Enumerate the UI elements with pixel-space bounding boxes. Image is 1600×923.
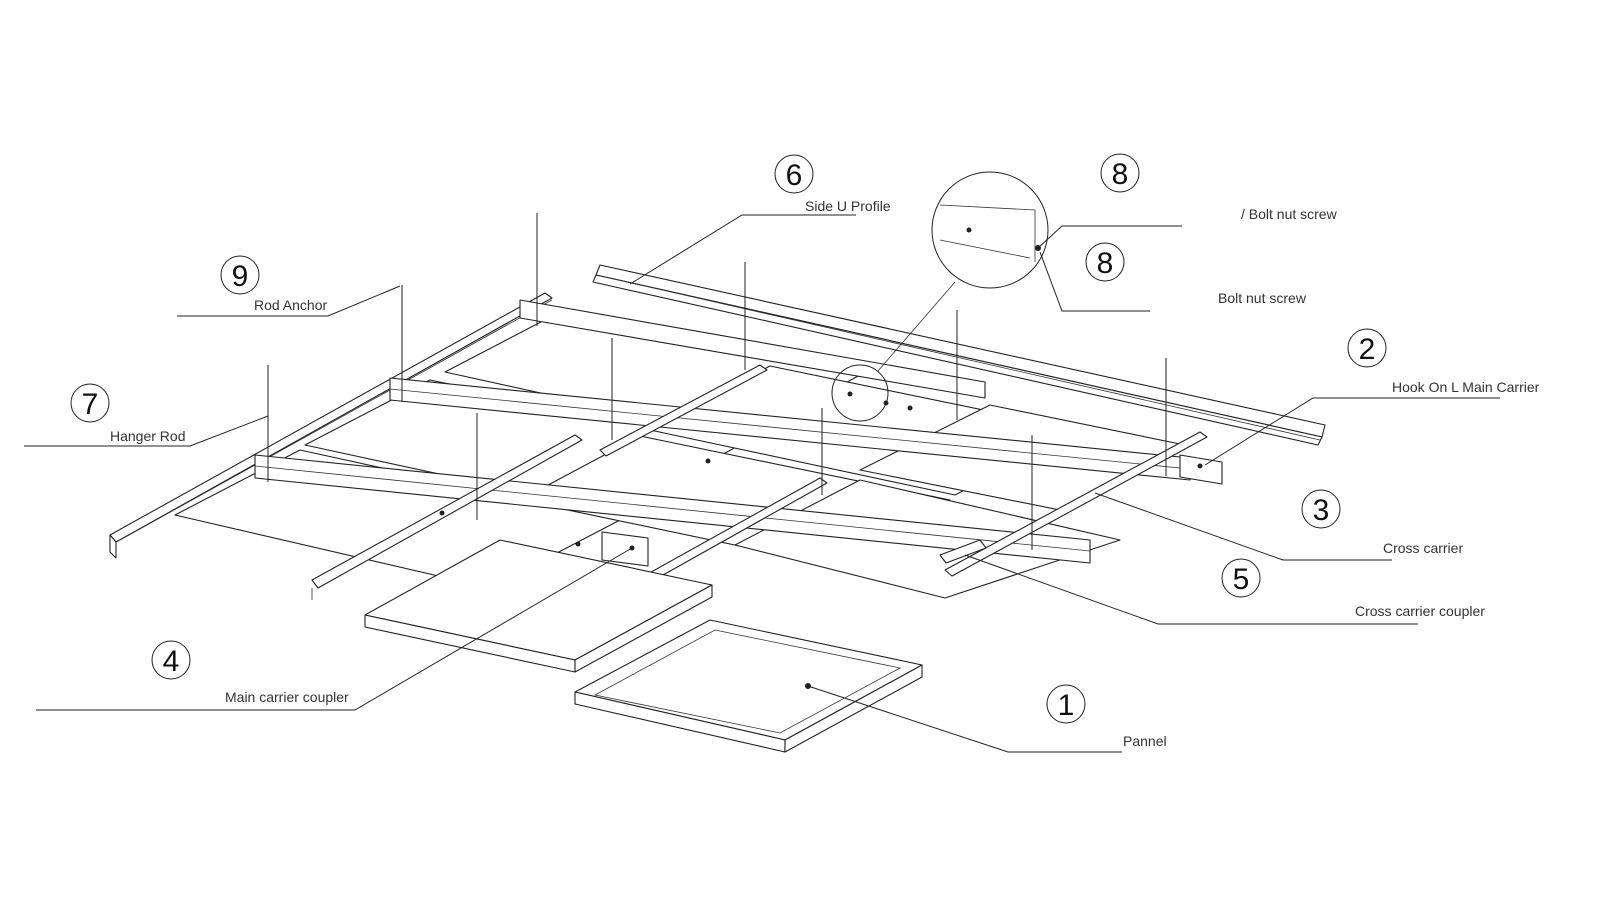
side-l-profile-left bbox=[109, 292, 553, 559]
callout-6-number: 6 bbox=[786, 159, 803, 192]
callout-6: 6 Side U Profile bbox=[629, 154, 891, 285]
callout-5-number: 5 bbox=[1233, 563, 1250, 596]
callout-6-label: Side U Profile bbox=[805, 198, 891, 214]
pannel-front bbox=[574, 619, 923, 753]
callout-9-label: Rod Anchor bbox=[254, 297, 327, 313]
callout-3: 3 Cross carrier bbox=[1094, 489, 1463, 561]
callout-8-lower-label: Bolt nut screw bbox=[1218, 290, 1307, 306]
detail-magnifier bbox=[831, 171, 1049, 422]
hanger-rods bbox=[267, 213, 1167, 550]
callout-2-label: Hook On L Main Carrier bbox=[1392, 379, 1540, 395]
callout-7-number: 7 bbox=[82, 388, 99, 421]
loose-panel-middle bbox=[364, 539, 713, 673]
callout-2-number: 2 bbox=[1359, 333, 1376, 366]
ceiling-structure bbox=[109, 171, 1326, 753]
callout-4-label: Main carrier coupler bbox=[225, 689, 349, 705]
callout-3-number: 3 bbox=[1313, 494, 1330, 527]
callout-5: 5 Cross carrier coupler bbox=[964, 554, 1485, 625]
callout-2: 2 Hook On L Main Carrier bbox=[1204, 328, 1540, 466]
callout-8-upper-number: 8 bbox=[1112, 158, 1129, 191]
callout-9: 9 Rod Anchor bbox=[177, 255, 401, 317]
callout-7: 7 Hanger Rod bbox=[24, 383, 269, 447]
callout-4: 4 Main carrier coupler bbox=[36, 547, 633, 711]
callout-9-number: 9 bbox=[232, 260, 249, 293]
callout-8-lower: 8 Bolt nut screw bbox=[1039, 242, 1307, 312]
callout-1-number: 1 bbox=[1058, 689, 1075, 722]
callout-8-upper: 8 / Bolt nut screw bbox=[1037, 153, 1338, 249]
callout-3-label: Cross carrier bbox=[1383, 540, 1463, 556]
callout-5-label: Cross carrier coupler bbox=[1355, 603, 1485, 619]
callouts: 1 Pannel 2 Hook On L Main Carrier 3 Cros… bbox=[24, 153, 1540, 753]
callout-1: 1 Pannel bbox=[807, 684, 1167, 753]
couplers bbox=[601, 531, 987, 567]
callout-8-upper-label: / Bolt nut screw bbox=[1241, 206, 1338, 222]
callout-8-lower-number: 8 bbox=[1097, 247, 1114, 280]
callout-7-label: Hanger Rod bbox=[110, 428, 186, 444]
main-carriers bbox=[254, 299, 1223, 564]
callout-1-label: Pannel bbox=[1123, 733, 1167, 749]
callout-4-number: 4 bbox=[163, 645, 180, 678]
